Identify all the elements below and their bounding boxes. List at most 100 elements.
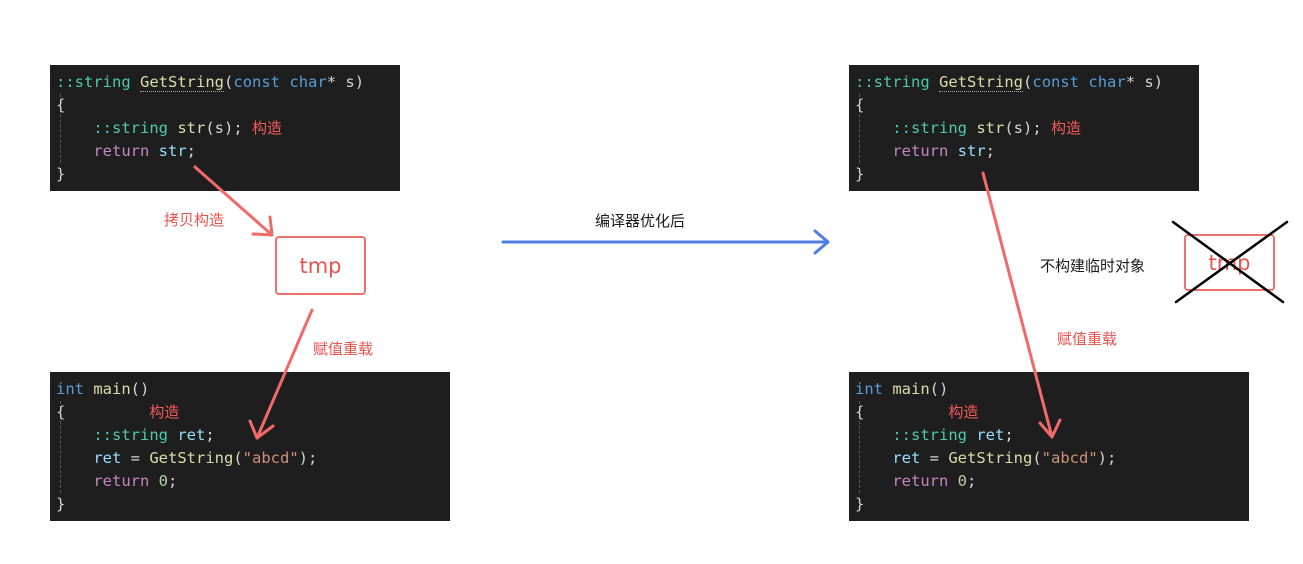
code-line-brace: { (56, 94, 400, 117)
code-token: :: (855, 73, 874, 91)
right-func-code-block: ::string GetString(const char* s) { ::st… (849, 65, 1199, 191)
code-line-brace: } (855, 493, 1249, 516)
code-token: = (121, 449, 150, 467)
indent-guide (859, 401, 860, 493)
code-line-return: return str; (855, 140, 1199, 163)
code-line-signature: int main() (56, 378, 450, 401)
assign-arrowhead (248, 419, 275, 440)
code-token: { (855, 96, 865, 114)
construct-annotation: 构造 (1051, 119, 1082, 137)
left-main-code-block: int main() { 构造 ::string ret; ret = GetS… (50, 372, 450, 521)
code-token: ); (1097, 449, 1117, 467)
code-token: = (920, 449, 949, 467)
code-token: string (911, 119, 967, 137)
code-token: return (892, 472, 949, 490)
code-token: ret (93, 449, 122, 467)
code-line-construct: ::string str(s); 构造 (855, 117, 1199, 140)
assign-overload-label: 赋值重载 (1057, 330, 1118, 348)
code-token-function: GetString (149, 449, 234, 467)
code-token: char (1088, 73, 1126, 91)
tmp-object-box: tmp (275, 236, 366, 295)
code-token: (s); (205, 119, 243, 137)
left-func-code-block: ::string GetString(const char* s) { ::st… (50, 65, 400, 191)
code-token: { (56, 403, 66, 421)
code-token: ); (298, 449, 318, 467)
code-token: ( (233, 449, 243, 467)
code-token: :: (93, 119, 112, 137)
code-token: ret (976, 426, 1005, 444)
code-token: str (158, 142, 187, 160)
direct-assign-arrow (981, 171, 1054, 439)
code-token: string (112, 426, 168, 444)
code-line-signature: int main() (855, 378, 1249, 401)
code-token: { (56, 96, 66, 114)
code-token: ( (1023, 73, 1033, 91)
code-token-string: "abcd" (242, 449, 299, 467)
code-line-return: return 0; (855, 470, 1249, 493)
code-token-function: GetString (939, 73, 1024, 92)
code-token: return (93, 142, 150, 160)
code-token-string: "abcd" (1041, 449, 1098, 467)
copy-construct-arrowhead (251, 215, 274, 237)
code-token: ret (177, 426, 206, 444)
construct-annotation: 构造 (149, 403, 180, 421)
code-token-function: main (93, 380, 131, 398)
code-line-assign: ret = GetString("abcd"); (56, 447, 450, 470)
code-line-brace: { 构造 (855, 401, 1249, 424)
code-line-declare: ::string ret; (855, 424, 1249, 447)
indent-guide (60, 94, 61, 163)
direct-assign-arrowhead (1038, 418, 1062, 439)
code-line-signature: ::string GetString(const char* s) (56, 71, 400, 94)
code-token: 0 (957, 472, 968, 490)
code-line-assign: ret = GetString("abcd"); (855, 447, 1249, 470)
code-token: * s) (326, 73, 365, 91)
code-token: } (855, 495, 865, 513)
code-token: ( (1032, 449, 1042, 467)
code-line-brace: } (56, 163, 400, 186)
code-line-brace: } (855, 163, 1199, 186)
code-token: int (56, 380, 84, 398)
code-token: ; (168, 472, 178, 490)
construct-annotation: 构造 (948, 403, 979, 421)
code-token: string (911, 426, 967, 444)
code-token: const (1032, 73, 1080, 91)
code-token: ( (224, 73, 234, 91)
construct-annotation: 构造 (252, 119, 283, 137)
assign-overload-label: 赋值重载 (313, 340, 374, 358)
code-token: ; (205, 426, 215, 444)
assign-arrow (255, 308, 314, 440)
code-line-brace: { (855, 94, 1199, 117)
code-token: str (177, 119, 206, 137)
code-token: ; (967, 472, 977, 490)
code-token: str (976, 119, 1005, 137)
code-token: string (873, 73, 930, 91)
code-token: char (289, 73, 327, 91)
code-token-function: main (892, 380, 930, 398)
code-token: string (74, 73, 131, 91)
code-line-signature: ::string GetString(const char* s) (855, 71, 1199, 94)
code-token-function: GetString (140, 73, 225, 92)
no-temp-object-label: 不构建临时对象 (1040, 257, 1146, 275)
code-token: () (929, 380, 949, 398)
code-line-return: return 0; (56, 470, 450, 493)
code-token: { (855, 403, 865, 421)
optimize-label: 编译器优化后 (595, 212, 686, 230)
code-token: ; (985, 142, 996, 160)
code-line-brace: } (56, 493, 450, 516)
code-token: :: (93, 426, 112, 444)
code-line-construct: ::string str(s); 构造 (56, 117, 400, 140)
copy-construct-label: 拷贝构造 (164, 211, 225, 229)
right-main-code-block: int main() { 构造 ::string ret; ret = GetS… (849, 372, 1249, 521)
code-token: (s); (1004, 119, 1042, 137)
code-line-return: return str; (56, 140, 400, 163)
code-token: return (93, 472, 150, 490)
code-line-brace: { 构造 (56, 401, 450, 424)
indent-guide (859, 94, 860, 163)
code-token: const (233, 73, 281, 91)
code-token: :: (892, 426, 911, 444)
cross-mark-line (1174, 220, 1289, 304)
code-line-declare: ::string ret; (56, 424, 450, 447)
code-token: } (56, 495, 66, 513)
code-token: } (855, 165, 865, 183)
